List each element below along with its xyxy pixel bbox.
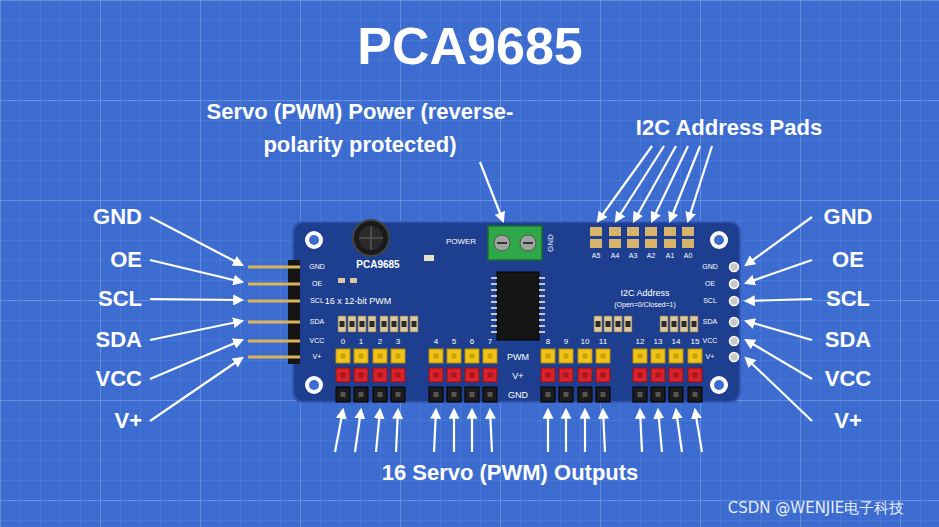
channel-number: 8 [546,337,550,347]
silkscreen-pin: VCC [310,337,325,345]
pin-name: OE [110,247,142,273]
silkscreen-text: V+ [512,371,523,382]
callout-label: 16 Servo (PWM) Outputs [382,460,639,486]
resistor [350,278,357,283]
channel-number: 3 [396,337,400,347]
pin-header [248,260,300,364]
callout-label: I2C Address Pads [636,115,822,141]
pad-label: A0 [684,252,693,260]
pin-name: GND [93,204,142,230]
channel-number: 10 [581,337,590,347]
pin-holes [730,263,739,362]
silkscreen-text: POWER [446,237,476,247]
pin-name: VCC [825,366,871,392]
channel-number: 14 [672,337,681,347]
pin-name: VCC [96,366,142,392]
channel-number: 1 [359,337,363,347]
pad-label: A5 [592,252,601,260]
pin-name: SCL [826,286,870,312]
channel-number: 9 [564,337,568,347]
pin-name: GND [824,204,873,230]
leader-arrows [150,146,812,452]
address-pads [590,227,694,248]
pin-name: SDA [825,327,871,353]
silkscreen-pin: SDA [703,318,717,326]
channel-number: 15 [691,337,700,347]
pin-name: V+ [114,408,142,434]
silkscreen-pin: GND [309,263,325,271]
led [424,255,434,261]
channel-number: 7 [488,337,492,347]
silkscreen-pin: OE [312,280,322,288]
silkscreen-text: GND [508,390,528,401]
silkscreen-text: I2C Address [620,288,669,299]
pad-label: A1 [666,252,675,260]
channel-number: 13 [654,337,663,347]
silkscreen-pin: V+ [313,353,322,361]
pad-label: A2 [647,252,656,260]
silkscreen-text: GND [546,234,556,252]
chip [491,272,545,340]
pin-name: V+ [834,408,862,434]
silkscreen-pin: SCL [703,297,717,305]
channel-number: 6 [470,337,474,347]
silkscreen-pin: SCL [310,297,324,305]
resistor-array [338,316,698,332]
silkscreen-text: 16 x 12-bit PWM [325,297,392,307]
channel-number: 0 [341,337,345,347]
pad-label: A4 [611,252,620,260]
silkscreen-text: PWM [507,352,529,363]
servo-header [336,349,702,402]
callout-label: Servo (PWM) Power (reverse-polarity prot… [170,95,550,161]
pad-label: A3 [629,252,638,260]
resistor [338,278,345,283]
watermark: CSDN @WENJIE电子科技 [728,499,904,517]
silkscreen-pin: GND [702,263,718,271]
silkscreen-pin: V+ [706,353,715,361]
silkscreen-pin: SDA [310,318,324,326]
channel-number: 4 [434,337,438,347]
capacitor [353,220,389,256]
terminal-block [488,226,542,260]
title: PCA9685 [357,15,582,77]
silkscreen-text: (Open=0/Closed=1) [614,301,675,309]
silkscreen-text: PCA9685 [356,259,399,270]
channel-number: 2 [378,337,382,347]
pin-name: OE [832,247,864,273]
silkscreen-pin: VCC [703,337,718,345]
channel-number: 5 [452,337,456,347]
channel-number: 12 [636,337,645,347]
pin-name: SDA [96,327,142,353]
pin-name: SCL [98,286,142,312]
silkscreen-pin: OE [705,280,715,288]
channel-number: 11 [599,337,607,347]
